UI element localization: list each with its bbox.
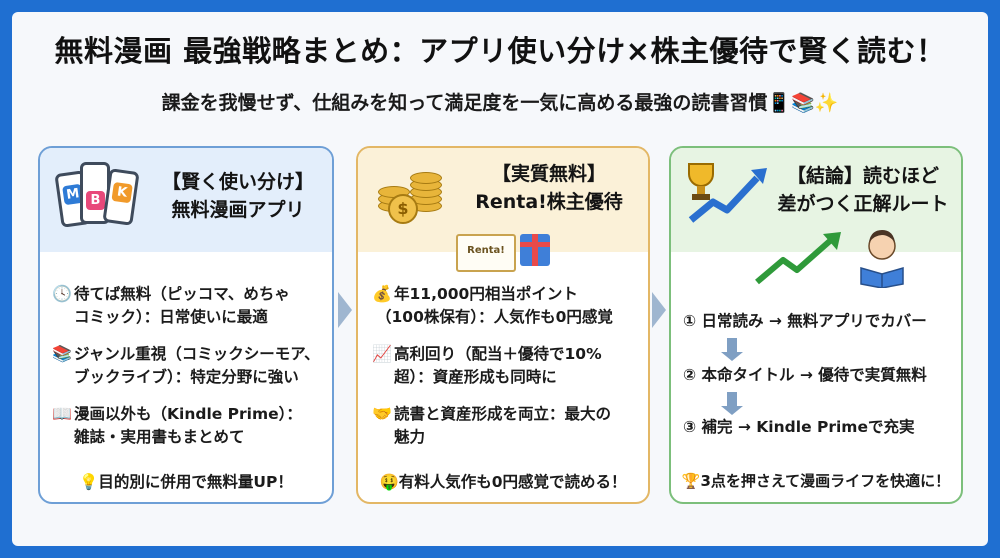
item-line1: 読書と資産形成を両立：最大の [394,405,612,423]
item-line1: ジャンル重視（コミックシーモア、 [74,345,320,363]
arrow-down-icon [721,392,743,415]
phone-icon: K [102,168,140,226]
item-line2: 雑誌・実用書もまとめて [74,428,245,446]
card-free-apps: M B K 【賢く使い分け】 無料漫画アプリ 🕓待てば無料（ピッコマ、めちゃ コ… [38,146,334,504]
card-header: M B K 【賢く使い分け】 無料漫画アプリ [40,148,332,252]
money-bag-icon: 💰 [372,284,392,303]
certificate-icon: Renta! [456,234,516,272]
item-line1: 高利回り（配当＋優待で10% [394,345,602,363]
item-line1: 漫画以外も（Kindle Prime）： [74,405,302,423]
card-title: 【結論】読むほど 差がつく正解ルート [767,162,959,218]
item-line2: 魅力 [394,428,426,446]
item-line1: 年11,000円相当ポイント [394,285,578,303]
card-footer: 🤑有料人気作も0円感覚で読める！ [379,473,627,491]
chart-up-icon: 📈 [372,344,392,363]
card-conclusion: 【結論】読むほど 差がつく正解ルート ① 日常読み → 無料アプリでカバー ② … [669,146,963,504]
growth-arrow-icon [755,232,841,285]
card-title-line1: 【賢く使い分け】 [161,171,314,193]
card-shareholder-benefit: $ 【実質無料】 Renta!株主優待 Renta! 💰年11,000円相当ポイ… [356,146,650,504]
list-item: 🕓待てば無料（ピッコマ、めちゃ コミック）：日常使いに最適 [52,282,332,329]
card-title: 【実質無料】 Renta!株主優待 [454,160,644,216]
list-item: 🤝読書と資産形成を両立：最大の 魅力 [372,402,648,449]
card-header: 【結論】読むほど 差がつく正解ルート [671,148,961,252]
step-1: ① 日常読み → 無料アプリでカバー [683,312,927,330]
trophy-growth-icon [688,163,767,223]
item-line2: ブックライブ）：特定分野に強い [74,368,299,386]
list-item: 📖漫画以外も（Kindle Prime）： 雑誌・実用書もまとめて [52,402,332,449]
card-title-line1: 【実質無料】 [491,163,606,185]
handshake-icon: 🤝 [372,404,392,423]
item-line1: 待てば無料（ピッコマ、めちゃ [74,285,290,303]
app-tile: K [111,181,133,204]
card-footer: 💡目的別に併用で無料量UP！ [79,473,293,491]
list-item: 📚ジャンル重視（コミックシーモア、 ブックライブ）：特定分野に強い [52,342,332,389]
open-book-icon: 📖 [52,404,72,423]
arrow-right-icon [652,292,666,328]
arrow-down-icon [721,338,743,361]
item-line2: （100株保有）：人気作も0円感覚 [376,308,613,326]
item-line2: 超）：資産形成も同時に [394,368,557,386]
app-tile: B [86,191,105,210]
card-title-line2: Renta!株主優待 [475,191,623,213]
arrow-right-icon [338,292,352,328]
list-item: 📈高利回り（配当＋優待で10% 超）：資産形成も同時に [372,342,648,389]
list-item: 💰年11,000円相当ポイント （100株保有）：人気作も0円感覚 [372,282,648,329]
card-title-line2: 差がつく正解ルート [777,193,949,215]
card-footer: 🏆3点を押さえて漫画ライフを快適に！ [681,472,951,490]
item-line2: コミック）：日常使いに最適 [74,308,268,326]
reader-icon [860,230,904,288]
books-icon: 📚 [52,344,72,363]
card-title: 【賢く使い分け】 無料漫画アプリ [148,168,328,224]
card-title-line2: 無料漫画アプリ [171,199,305,221]
gift-icon [520,234,550,266]
step-2: ② 本命タイトル → 優待で実質無料 [683,366,927,384]
page-subtitle: 課金を我慢せず、仕組みを知って満足度を一気に高める最強の読書習慣📱📚✨ [161,92,839,114]
step-3: ③ 補完 → Kindle Primeで充実 [683,418,915,436]
page-title: 無料漫画 最強戦略まとめ：アプリ使い分け×株主優待で賢く読む！ [54,34,946,68]
clock-icon: 🕓 [52,284,72,303]
card-title-line1: 【結論】読むほど [786,165,939,187]
